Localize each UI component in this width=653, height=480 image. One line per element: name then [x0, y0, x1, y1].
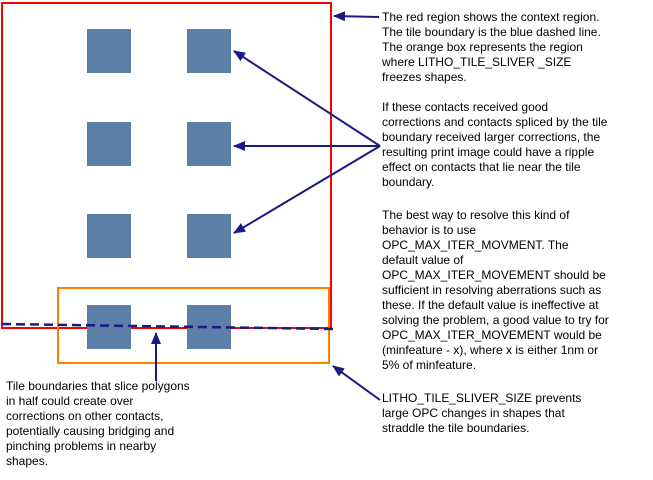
arrow-ripple-bottom [233, 145, 381, 234]
arrow-ripple-top [233, 50, 381, 147]
contact [187, 305, 231, 349]
contact [87, 122, 131, 166]
note-resolve-behavior: The best way to resolve this kind of beh… [382, 208, 609, 372]
note-tile-boundary: Tile boundaries that slice polygons in h… [6, 379, 190, 468]
contact [87, 29, 131, 73]
contact [187, 122, 231, 166]
contact [87, 214, 131, 258]
note-ripple-effect: If these contacts received good correcti… [382, 100, 608, 189]
context-region [1, 2, 332, 329]
contact [187, 214, 231, 258]
note-sliver-size: LITHO_TILE_SLIVER_SIZE prevents large OP… [382, 391, 582, 435]
note-context-region: The red region shows the context region.… [382, 10, 601, 84]
contact [87, 305, 131, 349]
arrow-sliver [332, 365, 381, 401]
contact [187, 29, 231, 73]
arrow-context [333, 11, 380, 22]
